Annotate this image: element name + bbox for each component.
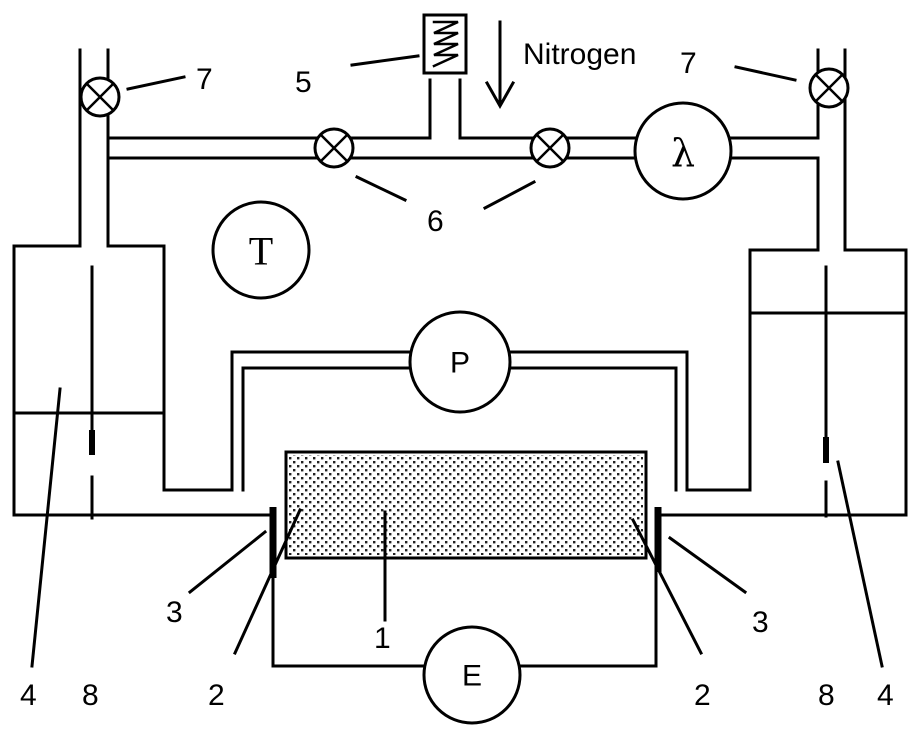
callout-3-right: 3 <box>752 606 769 639</box>
callout-8-right: 8 <box>818 679 835 712</box>
callout-4-left: 4 <box>20 679 37 712</box>
voltage-symbol: E <box>462 660 482 693</box>
callout-1: 1 <box>374 622 391 655</box>
callout-4-right: 4 <box>877 679 894 712</box>
callout-8-left: 8 <box>82 679 99 712</box>
inlet-spring-valve[interactable] <box>422 13 468 75</box>
wavelength-symbol: λ <box>671 131 695 175</box>
callout-3-left: 3 <box>166 596 183 629</box>
leader-lines <box>30 54 884 668</box>
voltage-circuit <box>271 570 658 668</box>
sample-cell <box>284 450 648 560</box>
nitrogen-label: Nitrogen <box>523 38 636 71</box>
wavelength-gauge: λ <box>633 101 733 201</box>
pressure-line <box>241 366 678 492</box>
callout-6: 6 <box>427 205 444 238</box>
callout-2-right: 2 <box>694 679 711 712</box>
reservoir-right <box>508 248 908 517</box>
callout-7-right: 7 <box>680 47 697 80</box>
vent-valve-left[interactable] <box>79 76 121 118</box>
pressure-gauge: P <box>408 310 512 414</box>
callout-5: 5 <box>295 66 312 99</box>
pressure-symbol: P <box>450 347 470 380</box>
temperature-symbol: T <box>249 229 273 274</box>
line-valve-right[interactable] <box>529 127 571 169</box>
nitrogen-flow-arrow <box>484 20 516 110</box>
callout-2-left: 2 <box>208 679 225 712</box>
reservoir-left <box>12 244 412 517</box>
vent-valve-right[interactable] <box>808 67 850 109</box>
callout-7-left: 7 <box>196 63 213 96</box>
temperature-gauge: T <box>211 200 311 300</box>
voltage-gauge: E <box>422 625 522 725</box>
line-valve-left[interactable] <box>313 127 355 169</box>
